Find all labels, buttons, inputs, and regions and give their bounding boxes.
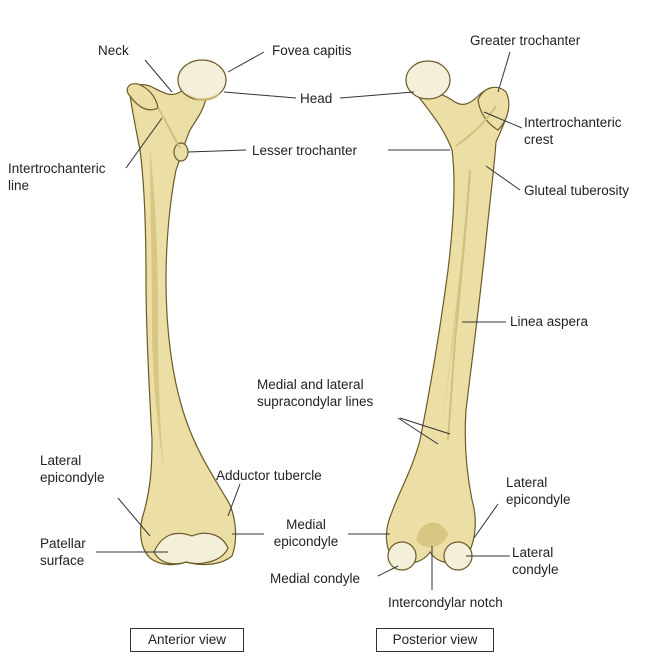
label-lateral-condyle: Lateral condyle — [512, 544, 559, 578]
leader-adductor-tubercle — [228, 484, 240, 516]
label-lesser-trochanter: Lesser trochanter — [252, 142, 357, 159]
label-head: Head — [300, 90, 332, 107]
label-greater-trochanter: Greater trochanter — [470, 32, 580, 49]
posterior-femoral-head — [406, 61, 450, 99]
leader-medial-condyle — [378, 566, 398, 576]
anterior-lesser-trochanter — [174, 143, 188, 161]
anterior-patellar-surface — [154, 533, 228, 564]
leader-greater-trochanter — [498, 52, 510, 92]
label-adductor-tubercle: Adductor tubercle — [216, 467, 322, 484]
leader-lateral-epicondyle-posterior — [474, 504, 498, 538]
label-medial-condyle: Medial condyle — [270, 570, 360, 587]
label-gluteal-tuberosity: Gluteal tuberosity — [524, 182, 629, 199]
posterior-femur — [386, 61, 508, 570]
leader-fovea-capitis — [228, 52, 264, 72]
posterior-femur-body — [386, 88, 508, 564]
label-medial-epicondyle: Medial epicondyle — [266, 516, 346, 550]
label-intertrochanteric-line: Intertrochanteric line — [8, 160, 106, 194]
label-fovea-capitis: Fovea capitis — [272, 42, 352, 59]
label-neck: Neck — [98, 42, 129, 59]
caption-anterior-view: Anterior view — [130, 628, 244, 652]
label-linea-aspera: Linea aspera — [510, 313, 588, 330]
caption-posterior-view: Posterior view — [376, 628, 494, 652]
label-lateral-epicondyle-anterior: Lateral epicondyle — [40, 452, 105, 486]
posterior-medial-condyle — [388, 542, 416, 570]
label-supracondylar-lines: Medial and lateral supracondylar lines — [257, 376, 373, 410]
anterior-femur — [127, 60, 235, 565]
label-lateral-epicondyle-posterior: Lateral epicondyle — [506, 474, 571, 508]
label-intercondylar-notch: Intercondylar notch — [388, 594, 503, 611]
label-patellar-surface: Patellar surface — [40, 535, 86, 569]
leader-head-anterior — [224, 92, 296, 98]
leader-lesser-trochanter-anterior — [188, 150, 246, 152]
leader-head-posterior — [340, 92, 414, 98]
label-intertrochanteric-crest: Intertrochanteric crest — [524, 114, 622, 148]
